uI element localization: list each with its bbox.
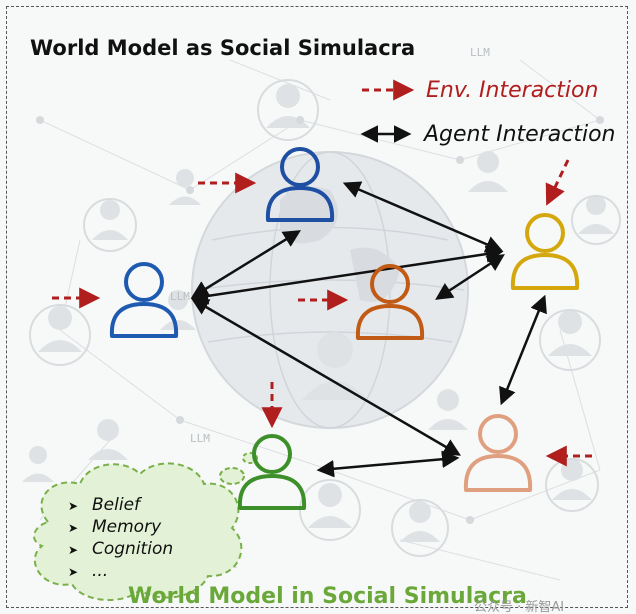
thought-cloud <box>33 452 258 601</box>
llm-label: LLM <box>470 46 490 59</box>
arrow-blue-left-to-peach <box>190 298 462 456</box>
agent-blue-top <box>265 147 335 222</box>
arrow-bullet-icon: ➤ <box>68 565 79 579</box>
list-item-label: Cognition <box>92 539 174 559</box>
llm-label: LLM <box>170 290 190 303</box>
agent-peach-right <box>463 414 533 492</box>
list-item: ➤... <box>68 560 173 582</box>
arrow-bullet-icon: ➤ <box>68 499 79 513</box>
dashed-frame <box>6 6 628 608</box>
agent-interaction-arrows <box>190 181 547 478</box>
list-item-label: Belief <box>92 495 141 515</box>
footer-title: World Model in Social Simulacra <box>128 584 527 609</box>
arrow-orange-to-yellow <box>435 254 505 300</box>
arrow-bullet-icon: ➤ <box>68 521 79 535</box>
list-item: ➤ Memory <box>68 516 173 538</box>
background-rings <box>29 79 621 557</box>
env-interaction-arrows <box>52 159 592 467</box>
agent-green-bottom <box>237 434 307 510</box>
env-arrow-yellow <box>545 159 570 206</box>
arrow-bullet-icon: ➤ <box>68 543 79 557</box>
watermark: 公众号 · 新智AI <box>474 600 565 614</box>
network-nodes <box>36 116 604 524</box>
list-item: ➤ Belief <box>68 494 173 516</box>
list-item: ➤ Cognition <box>68 538 173 560</box>
agent-yellow-right <box>510 213 580 290</box>
arrow-yellow-to-peach <box>499 294 547 406</box>
list-item-label: ... <box>92 561 109 581</box>
arrow-blue-top-to-yellow <box>342 181 504 253</box>
diagram-title: World Model as Social Simulacra <box>30 36 416 60</box>
list-item-label: Memory <box>92 517 162 537</box>
arrow-green-to-peach <box>316 450 460 478</box>
legend-env-interaction: Env. Interaction <box>426 78 599 103</box>
agent-blue-left <box>109 262 179 338</box>
agent-state-list: ➤ Belief ➤ Memory ➤ Cognition ➤... <box>68 494 173 582</box>
legend-agent-interaction: Agent Interaction <box>424 122 616 147</box>
agent-orange-center <box>355 264 425 340</box>
